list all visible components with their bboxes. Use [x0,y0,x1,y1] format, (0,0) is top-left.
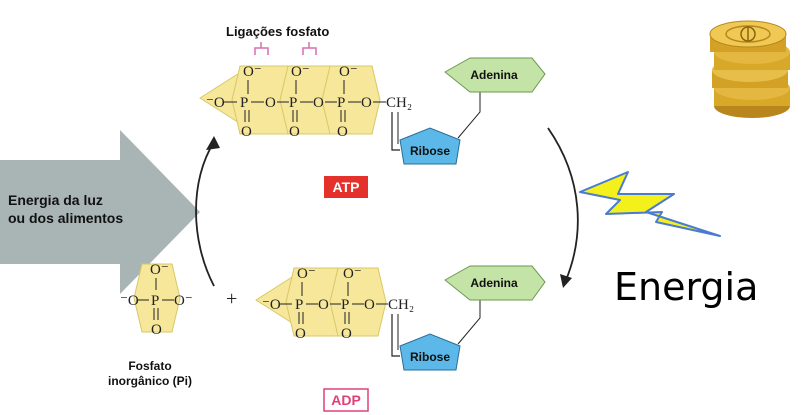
atp-p-3: P [337,95,345,111]
energy-output-label: Energia [614,265,758,309]
coin-stack-icon [709,20,790,118]
adp-ch2: CH₂ [388,297,414,313]
adp-o-bottom-1: O [295,326,306,342]
atp-label-box: ATP [324,176,368,198]
adp-adenine-shape [444,265,546,301]
atp-adenine-shape [444,57,546,93]
input-arrow-line1: Energia da luz [8,192,103,208]
atp-o-bridge-1: O [265,95,276,111]
adp-label: ADP [331,392,361,408]
atp-molecule: O⁻ O⁻ O⁻ ⁻O P O P O P O CH₂ O O O [199,57,546,165]
atp-ribose-label: Ribose [410,144,450,158]
hydrolysis-arrow [547,127,579,281]
input-arrow-shape [0,130,200,294]
adp-ribose-label: Ribose [410,350,450,364]
adp-o-minus-start: ⁻O [262,297,281,313]
adp-ribose-shape [399,333,461,371]
adp-o-bottom-2: O [341,326,352,342]
pi-o-minus-left: ⁻O [120,293,139,309]
atp-label: ATP [333,179,360,195]
atp-p-1: P [240,95,248,111]
adp-o-bridge-1: O [318,297,329,313]
adp-o-top-1: O⁻ [297,266,316,282]
pi-o-top: O⁻ [150,262,169,278]
atp-o-minus-start: ⁻O [206,95,225,111]
atp-phosphate-groups [199,65,381,135]
atp-o-bottom-3: O [337,124,348,140]
adp-p-2: P [341,297,349,313]
inorganic-phosphate: O⁻ ⁻O P O⁻ O Fosfato inorgânico (Pi) [108,262,193,388]
lightning-bolt-icon [579,171,721,237]
atp-ch2: CH₂ [386,95,412,111]
atp-o-top-3: O⁻ [339,64,358,80]
pi-o-bottom: O [151,322,162,338]
input-arrow-line2: ou dos alimentos [8,210,123,226]
adp-adenine-label: Adenina [470,276,518,290]
atp-ribose-shape [399,127,461,165]
adp-p-1: P [295,297,303,313]
pi-o-minus-right: O⁻ [174,293,193,309]
atp-o-top-2: O⁻ [291,64,310,80]
adp-label-box: ADP [323,388,369,412]
pi-caption-line1: Fosfato [128,359,171,373]
pi-p: P [151,293,159,309]
atp-o-top-1: O⁻ [243,64,262,80]
phosphate-bonds-title: Ligações fosfato [226,24,329,39]
phosphate-bond-brackets [254,42,317,55]
pi-caption-line2: inorgânico (Pi) [108,374,192,388]
adp-molecule: O⁻ O⁻ ⁻O P O P O CH₂ O O Ribose Adenina [255,265,546,371]
atp-p-2: P [289,95,297,111]
energy-input-arrow: Energia da luz ou dos alimentos [0,130,200,294]
atp-o-bottom-1: O [241,124,252,140]
adp-o-top-2: O⁻ [343,266,362,282]
adp-o-bridge-2: O [364,297,375,313]
synthesis-arrow [195,141,215,287]
plus-sign: + [226,288,237,310]
cycle-arrows [195,127,579,288]
atp-o-bridge-3: O [361,95,372,111]
atp-adenine-label: Adenina [470,68,518,82]
atp-o-bottom-2: O [289,124,300,140]
atp-o-bridge-2: O [313,95,324,111]
